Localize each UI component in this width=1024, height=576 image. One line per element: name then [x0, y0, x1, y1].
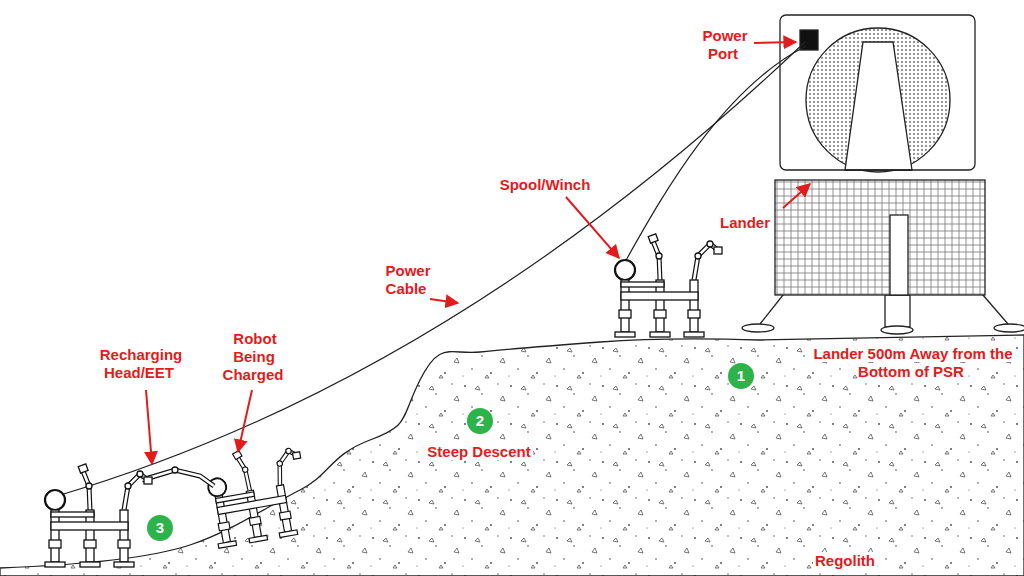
lander	[742, 324, 774, 332]
label-text: Power Cable	[383, 262, 430, 297]
arm-joint	[172, 467, 178, 473]
callout-label: Lander	[709, 214, 781, 232]
label-text: Lander 500m Away from the Bottom of PSR	[811, 345, 1012, 380]
leader-arrows	[146, 42, 810, 464]
lander	[890, 215, 908, 295]
callout-circle: 2	[467, 408, 493, 434]
callout-number: 2	[476, 413, 484, 429]
charged-robot	[203, 440, 314, 548]
charging-robot	[45, 464, 152, 567]
label-text: Robot Being Charged	[223, 330, 286, 383]
callout-label: Spool/Winch	[490, 176, 600, 194]
lander	[845, 169, 912, 170]
lander	[994, 324, 1024, 332]
callout-number: 3	[156, 520, 164, 536]
label-text: Spool/Winch	[498, 176, 593, 193]
callout-label: Steep Descent	[409, 443, 549, 461]
recharging-arm	[142, 470, 214, 486]
leader-arrows	[238, 390, 252, 452]
lander	[742, 15, 1024, 334]
callout-label: Regolith	[795, 552, 895, 570]
power-port	[800, 30, 818, 50]
lander	[806, 28, 950, 172]
regolith-ground	[0, 335, 1024, 576]
power-cable	[57, 42, 806, 496]
spool-robot	[615, 234, 722, 337]
callout-label: Recharging Head/EET	[88, 346, 192, 382]
label-text: Lander	[718, 214, 772, 231]
regolith-ground	[0, 335, 1024, 576]
callout-label: Power Cable	[376, 262, 438, 298]
callout-label: Robot Being Charged	[215, 330, 293, 384]
leader-arrows	[566, 197, 619, 258]
callout-circle: 1	[728, 363, 754, 389]
lander	[775, 180, 985, 295]
leader-arrows	[430, 299, 458, 303]
power-cable	[625, 46, 806, 262]
leader-arrows	[783, 184, 810, 208]
lander	[845, 42, 912, 170]
leader-arrows	[754, 42, 796, 43]
leader-arrows	[146, 390, 152, 464]
recharging-arm	[142, 470, 214, 486]
lander	[885, 295, 910, 327]
power-cable	[57, 42, 805, 496]
robots	[45, 234, 722, 567]
label-text: Regolith	[813, 552, 877, 569]
callout-number: 1	[737, 368, 745, 384]
callout-label: Lander 500m Away from the Bottom of PSR	[796, 345, 1024, 381]
label-text: Power Port	[700, 27, 747, 62]
callout-label: Power Port	[695, 27, 753, 63]
callout-circle: 3	[147, 515, 173, 541]
label-text: Recharging Head/EET	[98, 346, 183, 381]
label-text: Steep Descent	[425, 443, 532, 460]
lander	[881, 326, 913, 334]
